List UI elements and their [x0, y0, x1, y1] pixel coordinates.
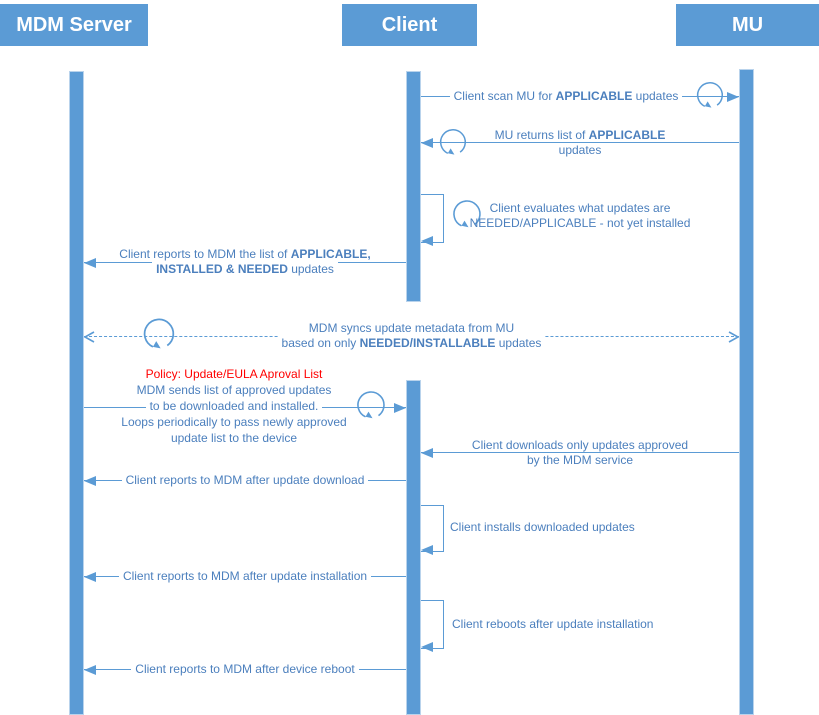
message-report-download-arrowhead	[84, 476, 96, 486]
loop-icon	[453, 200, 481, 228]
message-report-list-arrowhead	[84, 258, 96, 268]
sync-text-3: updates	[495, 336, 542, 350]
lifeline-client-segment-1	[406, 71, 421, 302]
message-download-label: Client downloads only updates approved b…	[421, 438, 739, 468]
report-list-text-2: updates	[287, 262, 334, 276]
report-install-text: Client reports to MDM after update insta…	[118, 569, 372, 583]
sync-bold: NEEDED/INSTALLABLE	[359, 336, 496, 350]
message-download-arrowhead	[421, 448, 433, 458]
sync-text-1: MDM syncs update metadata from MU	[304, 321, 519, 335]
report-list-text: Client reports to MDM the list of	[119, 247, 291, 261]
message-report-download-label: Client reports to MDM after update downl…	[84, 473, 406, 488]
message-report-list-label: Client reports to MDM the list of APPLIC…	[84, 247, 406, 277]
self-message-install-label: Client installs downloaded updates	[450, 520, 635, 534]
sync-text-2: based on only	[281, 336, 360, 350]
actor-client: Client	[342, 4, 477, 46]
actor-mu: MU	[676, 4, 819, 46]
self-message-reboot-label: Client reboots after update installation	[452, 617, 654, 631]
actor-client-label: Client	[381, 13, 438, 36]
message-scan-label: Client scan MU for APPLICABLE updates	[421, 89, 711, 104]
message-scan-text-post: updates	[632, 89, 679, 103]
actor-mdm-server: MDM Server	[0, 4, 148, 46]
actor-mu-label: MU	[731, 13, 764, 36]
message-scan-text: Client scan MU for	[453, 89, 556, 103]
message-scan-bold: APPLICABLE	[555, 89, 633, 103]
message-returns-arrowhead	[421, 138, 433, 148]
policy-text-3: Loops periodically to pass newly approve…	[117, 415, 351, 429]
message-returns-text: MU returns list of	[494, 128, 589, 142]
lifeline-mdm	[69, 71, 84, 715]
actor-mdm-server-label: MDM Server	[16, 13, 132, 36]
message-scan-arrowhead	[727, 92, 739, 102]
self-message-evaluate-label: Client evaluates what updates are NEEDED…	[445, 201, 715, 231]
report-reboot-text: Client reports to MDM after device reboo…	[131, 662, 359, 676]
policy-title: Policy: Update/EULA Aproval List	[141, 367, 327, 381]
self-message-install-arrowhead	[421, 545, 433, 555]
evaluate-text-2: NEEDED/APPLICABLE - not yet installed	[469, 216, 691, 230]
lifeline-mu	[739, 69, 754, 715]
message-sync-arrowhead-right	[728, 331, 739, 343]
report-list-bold-2: INSTALLED & NEEDED	[156, 262, 288, 276]
message-returns-label: MU returns list of APPLICABLE updates	[431, 128, 729, 158]
message-sync-label: MDM syncs update metadata from MU based …	[84, 321, 739, 351]
self-message-reboot-arrowhead	[421, 642, 433, 652]
download-text-2: by the MDM service	[522, 453, 638, 467]
message-report-reboot-label: Client reports to MDM after device reboo…	[84, 662, 406, 677]
policy-text-4: update list to the device	[166, 431, 302, 445]
message-returns-bold: APPLICABLE	[588, 128, 666, 142]
message-report-reboot-arrowhead	[84, 665, 96, 675]
lifeline-client-segment-2	[406, 380, 421, 715]
loop-icon	[357, 391, 385, 419]
report-download-text: Client reports to MDM after update downl…	[121, 473, 369, 487]
message-policy-arrowhead	[394, 403, 406, 413]
loop-icon	[439, 129, 467, 155]
evaluate-text-1: Client evaluates what updates are	[489, 201, 671, 215]
loop-icon	[696, 82, 724, 108]
message-report-install-arrowhead	[84, 572, 96, 582]
download-text-1: Client downloads only updates approved	[467, 438, 693, 452]
loop-icon	[143, 318, 175, 349]
message-returns-line	[421, 142, 739, 143]
message-policy-label: Policy: Update/EULA Aproval List MDM sen…	[84, 366, 384, 446]
policy-text-1: MDM sends list of approved updates	[132, 383, 336, 397]
policy-text-2: to be downloaded and installed.	[145, 399, 323, 413]
message-returns-text-2: updates	[554, 143, 606, 157]
message-sync-arrowhead-left	[84, 331, 95, 343]
message-report-install-label: Client reports to MDM after update insta…	[84, 569, 406, 584]
message-download-line	[421, 452, 739, 453]
report-list-bold: APPLICABLE,	[290, 247, 371, 261]
self-message-evaluate-arrowhead	[421, 236, 433, 246]
